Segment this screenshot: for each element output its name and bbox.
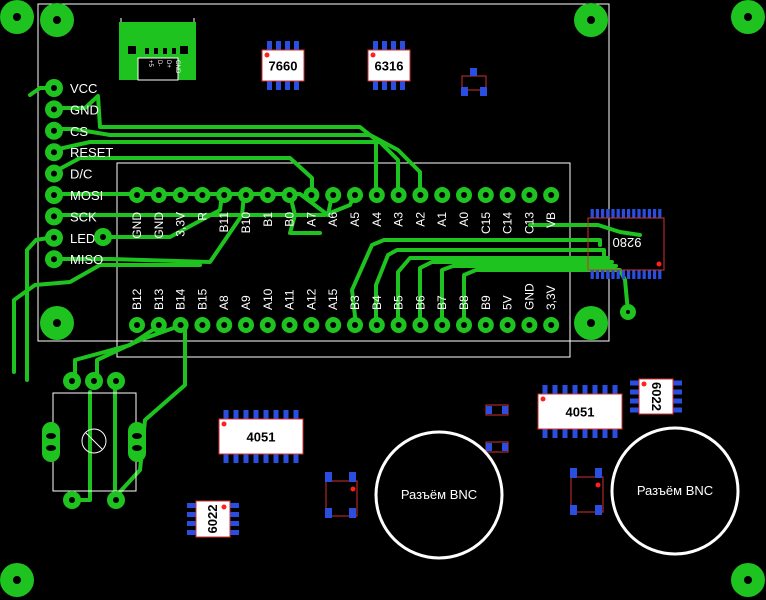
mcu-top-label: A6 (326, 212, 340, 227)
mcu-bottom-label: B12 (130, 288, 144, 310)
mcu-bottom-label: B5 (392, 295, 406, 310)
ic-4051-left: 4051 (218, 410, 304, 463)
smd-passives (485, 404, 509, 453)
ic-6316-label: 6316 (375, 59, 404, 74)
mcu-top-label: A3 (392, 212, 406, 227)
display-mounting-holes (40, 3, 608, 340)
display-pin-label: LED (70, 231, 95, 246)
ic-4051-left-label: 4051 (247, 430, 276, 445)
ic-9280: 9280 (587, 209, 665, 279)
mcu-bottom-label: B8 (457, 295, 471, 310)
mcu-bottom-label: 3,3V (544, 285, 558, 310)
usb-pin-label: D- (156, 60, 162, 66)
mcu-top-label: C14 (501, 212, 515, 234)
display-header: VCC GND CS RESET D/C MOSI SCK LED MISO (45, 79, 113, 269)
display-pin-label: SCK (70, 209, 97, 224)
mcu-header-pads (129, 187, 560, 333)
mcu-top-label: A1 (435, 212, 449, 227)
mcu-top-labels: GND GND 3,3V R B11 B10 B1 B0 A7 A6 A5 A4 A3 A2 A1 A0 C15… (130, 212, 558, 239)
display-pin-label: MISO (70, 252, 103, 267)
mcu-bottom-label: A12 (304, 288, 318, 310)
bnc-connector-left: Разъём BNC (374, 430, 504, 560)
mcu-top-label: B0 (283, 212, 297, 227)
ic-4051-right: 4051 (537, 385, 623, 438)
quad-pad-part-right (570, 468, 604, 515)
mcu-bottom-label: 5V (501, 295, 515, 310)
display-pin-label: GND (70, 102, 99, 117)
mcu-bottom-label: A9 (239, 295, 253, 310)
ic-6022-left-label: 6022 (205, 505, 220, 534)
mcu-bottom-label: B14 (174, 288, 188, 310)
mcu-top-label: A2 (413, 212, 427, 227)
ic-9280-label: 9280 (613, 235, 642, 250)
mcu-bottom-label: B9 (479, 295, 493, 310)
sot23-transistor (461, 68, 487, 96)
mcu-top-label: GND (130, 212, 144, 239)
ic-7660: 7660 (261, 41, 305, 90)
copper-traces (12, 86, 642, 502)
mcu-bottom-labels: B12 B13 B14 B15 A8 A9 A10 A11 A12 A15 B3 B4 B5 B6 B7 B8… (130, 283, 558, 310)
usb-pin-label: GND (174, 60, 180, 74)
display-pin-label: MOSI (70, 188, 103, 203)
usb-pin-pad (172, 48, 176, 54)
mcu-top-label: B1 (261, 212, 275, 227)
bnc-connector-right: Разъём BNC (610, 426, 740, 556)
mcu-bottom-label: B6 (413, 295, 427, 310)
display-pin-label: D/C (70, 167, 92, 182)
mcu-top-label: C13 (522, 212, 536, 234)
ic-6022-right: 6022 (630, 378, 682, 415)
ic-6022-left: 6022 (187, 500, 239, 538)
mcu-top-label: VB (544, 212, 558, 228)
ic-6022-right-label: 6022 (649, 382, 664, 411)
mcu-bottom-label: B15 (195, 288, 209, 310)
mcu-bottom-label: A15 (326, 288, 340, 310)
usb-pin-pad (163, 48, 167, 54)
display-outline (37, 3, 610, 342)
display-pin-label: CS (70, 124, 88, 139)
mcu-top-label: B11 (217, 212, 231, 233)
mcu-bottom-label: A8 (217, 295, 231, 310)
ic-6316: 6316 (367, 41, 411, 90)
quad-pad-part-left (325, 472, 358, 518)
display-pin-label: VCC (70, 81, 97, 96)
mcu-top-label: A4 (370, 212, 384, 227)
mcu-bottom-label: A10 (261, 288, 275, 310)
mcu-bottom-label: B3 (348, 295, 362, 310)
display-pin-label: RESET (70, 145, 113, 160)
mcu-top-label: A0 (457, 212, 471, 227)
mcu-top-label: B10 (239, 212, 253, 234)
usb-pin-pad (154, 48, 158, 54)
rotary-switch-footprint (42, 372, 146, 509)
mcu-top-label: C15 (479, 212, 493, 234)
usb-pin-label: D+ (165, 60, 171, 68)
bnc-right-label: Разъём BNC (637, 483, 713, 498)
smd-chips: 7660 6316 4051 4051 6022 6022 9280 (187, 41, 682, 538)
mcu-bottom-label: B7 (435, 295, 449, 310)
mcu-top-label: 3,3V (174, 212, 188, 237)
mcu-bottom-label: A11 (283, 289, 297, 310)
bnc-left-label: Разъём BNC (401, 487, 477, 502)
mcu-top-label: GND (152, 212, 166, 239)
mcu-bottom-label: B4 (370, 295, 384, 310)
usb-pin-pad (145, 48, 149, 54)
mcu-bottom-label: GND (522, 283, 536, 310)
mcu-top-label: A5 (348, 212, 362, 227)
ic-7660-label: 7660 (269, 59, 298, 74)
ic-4051-right-label: 4051 (566, 405, 595, 420)
mcu-bottom-label: B13 (152, 288, 166, 310)
mcu-top-label: R (195, 212, 209, 221)
usb-pin-label: +5 (147, 60, 153, 68)
mcu-top-label: A7 (304, 212, 318, 227)
